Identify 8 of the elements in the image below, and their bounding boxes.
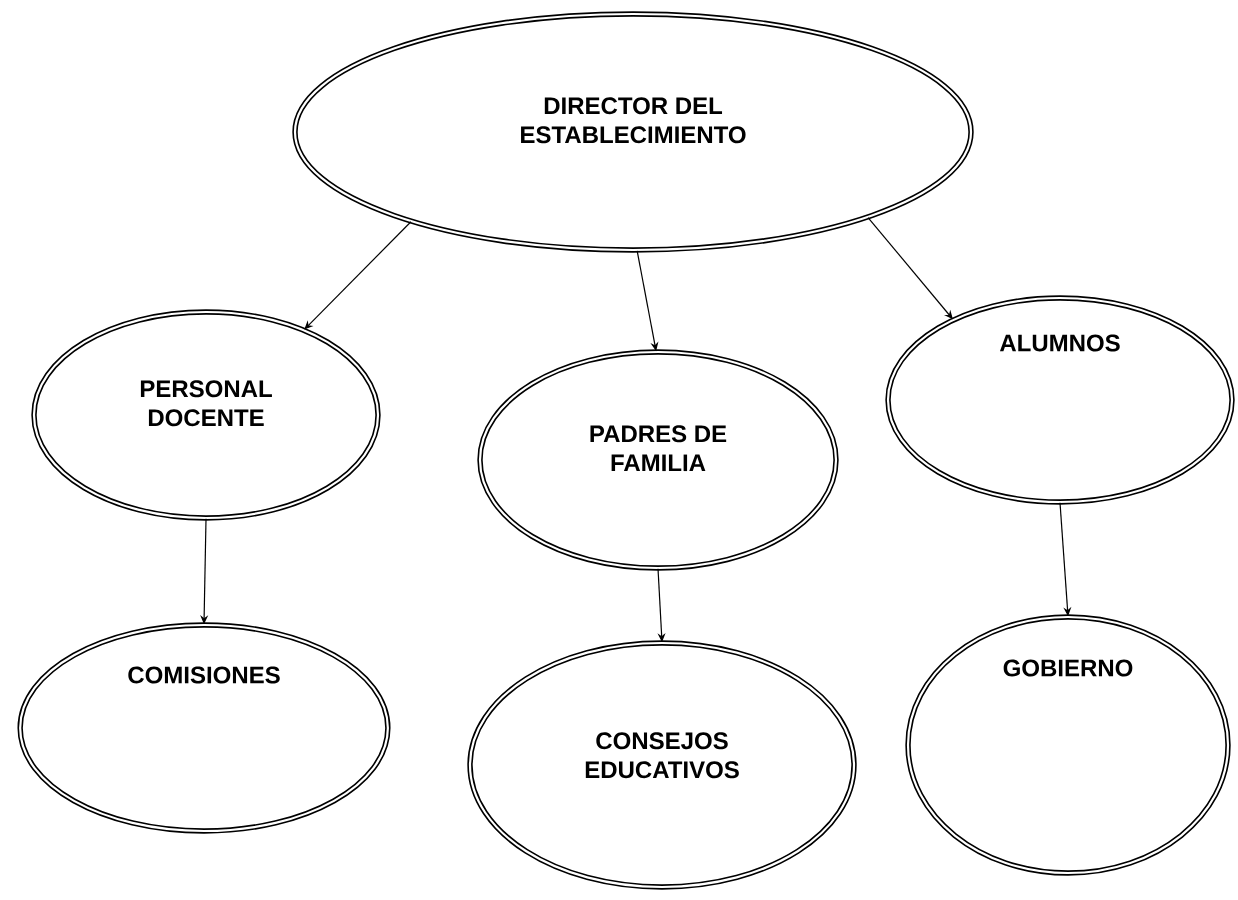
ellipse-node: GOBIERNO: [905, 614, 1231, 876]
ellipse-node: PADRES DE FAMILIA: [477, 349, 839, 571]
ellipse-node: DIRECTOR DEL ESTABLECIMIENTO: [292, 11, 974, 253]
ellipse-node: ALUMNOS: [885, 295, 1235, 505]
ellipse-node: COMISIONES: [17, 622, 391, 834]
ellipse-node: PERSONAL DOCENTE: [31, 309, 381, 521]
arrow: [304, 221, 412, 330]
ellipse-node: CONSEJOS EDUCATIVOS: [467, 640, 857, 890]
